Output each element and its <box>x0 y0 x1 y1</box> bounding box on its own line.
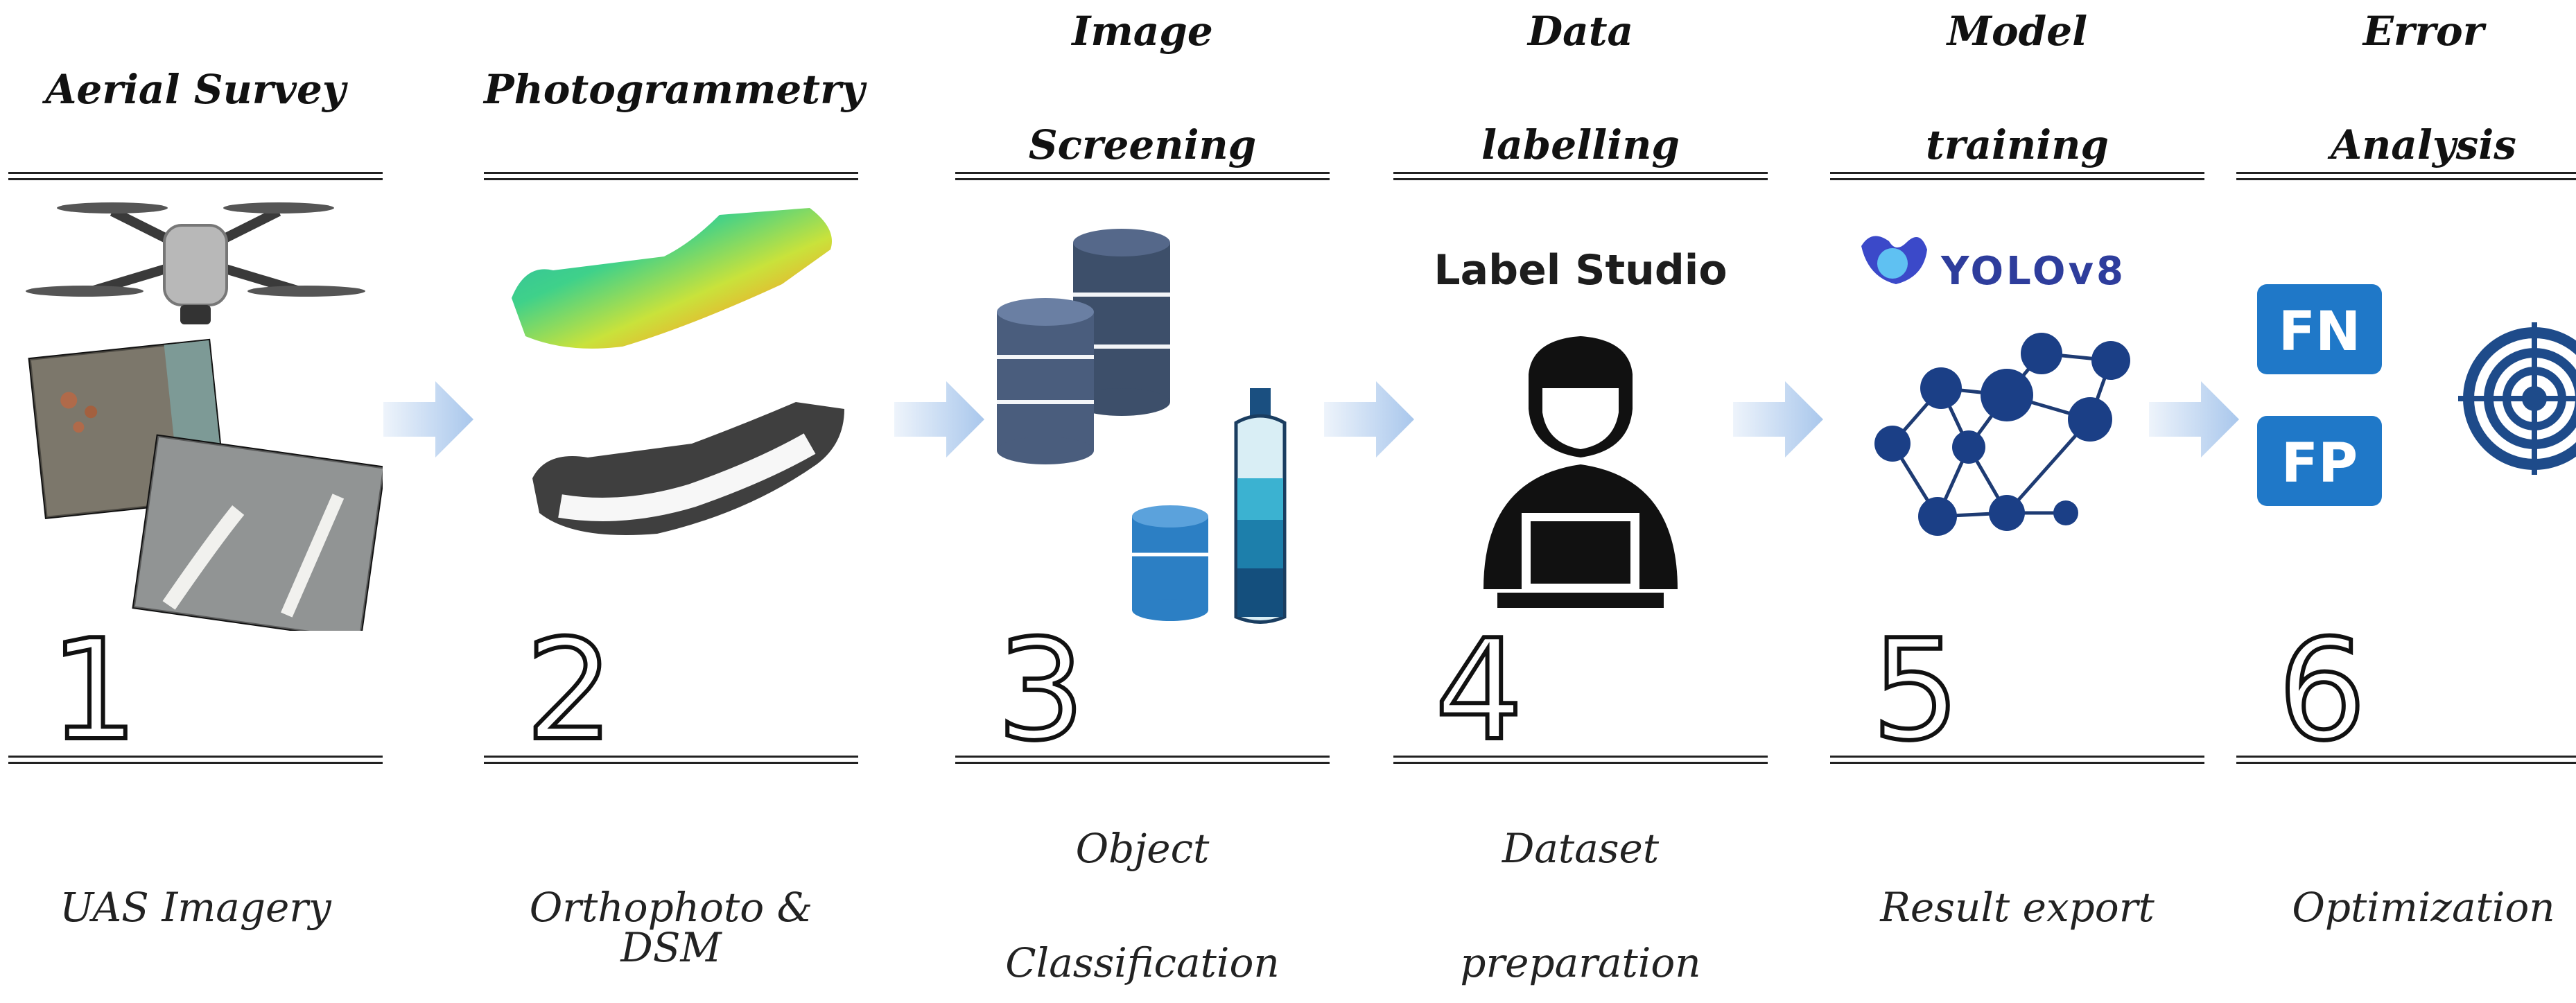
dsm-and-orthophoto-illustration <box>512 208 844 535</box>
step-6: Error Analysis FN FP 6 Optimization <box>2236 0 2576 1003</box>
drone-icon <box>26 202 365 324</box>
rule-bottom <box>1393 756 1768 764</box>
step-title: Aerial Survey <box>45 66 346 113</box>
rule-top <box>955 172 1330 180</box>
error-analysis-illustration: FN FP <box>2257 284 2576 506</box>
rule-top <box>1393 172 1768 180</box>
rule-top <box>1830 172 2204 180</box>
fn-badge: FN <box>2257 284 2382 374</box>
svg-text:3: 3 <box>997 627 1085 752</box>
step-subtitle-line-2: Classification <box>1005 939 1280 986</box>
step-subtitle-line-2: preparation <box>1460 939 1701 986</box>
step-number: 4 <box>1433 627 1525 752</box>
svg-text:FN: FN <box>2279 301 2361 363</box>
rule-bottom <box>1830 756 2204 764</box>
database-icon <box>997 229 1170 464</box>
drone-and-aerial-photos-illustration <box>26 202 383 631</box>
step-4: Data labelling Label Studio 4 Dataset pr… <box>1393 0 1768 1003</box>
step-title-line-1: Data <box>1527 8 1634 55</box>
step-title-line-2: Analysis <box>2331 121 2516 168</box>
step-title: Photogrammetry <box>484 66 865 113</box>
storage-bottle-icon <box>1132 388 1287 624</box>
step-subtitle-line-1: Object <box>1075 825 1210 872</box>
rule-bottom <box>955 756 1330 764</box>
aerial-photo-2 <box>132 434 383 631</box>
step-title-line-1: Image <box>1072 8 1213 55</box>
neural-network-illustration: YOLOv8 <box>1861 236 2130 536</box>
arrow-right-icon <box>383 381 473 457</box>
step-3: Image Screening 3 Object Cl <box>955 0 1330 1003</box>
svg-text:YOLOv8: YOLOv8 <box>1940 249 2126 294</box>
svg-text:FP: FP <box>2281 433 2358 495</box>
step-title-line-2: Screening <box>1028 121 1257 168</box>
step-5: Model training YOLOv8 <box>1830 0 2204 1003</box>
step-subtitle: UAS Imagery <box>60 884 331 931</box>
svg-text:2: 2 <box>525 627 613 752</box>
fp-badge: FP <box>2257 416 2382 506</box>
dsm-model <box>512 208 832 349</box>
rule-top <box>8 172 383 180</box>
svg-text:6: 6 <box>2278 627 2366 752</box>
step-title-line-2: training <box>1926 121 2109 168</box>
svg-text:5: 5 <box>1872 627 1960 752</box>
rule-bottom <box>484 756 858 764</box>
step-1: Aerial Survey <box>8 0 383 1003</box>
step-subtitle: Optimization <box>2292 884 2555 931</box>
svg-text:4: 4 <box>1435 627 1523 752</box>
step-number: 3 <box>995 627 1087 752</box>
rule-top <box>484 172 858 180</box>
step-title-line-1: Error <box>2362 8 2484 55</box>
arrow-right-icon <box>1324 381 1414 457</box>
step-subtitle-line-1: Dataset <box>1502 825 1660 872</box>
user-at-laptop-icon <box>1483 336 1678 608</box>
step-subtitle: Result export <box>1880 884 2155 931</box>
step-number: 2 <box>523 627 616 752</box>
label-studio-logo: Label Studio <box>1434 246 1727 295</box>
target-icon <box>2458 322 2576 475</box>
arrow-right-icon <box>894 381 984 457</box>
step-number: 5 <box>1870 627 1962 752</box>
svg-text:1: 1 <box>50 627 138 752</box>
step-number: 6 <box>2276 627 2368 752</box>
labelling-illustration: Label Studio <box>1434 246 1728 608</box>
step-title-line-2: labelling <box>1481 121 1680 168</box>
rule-top <box>2236 172 2576 180</box>
yolo-logo: YOLOv8 <box>1861 236 2126 294</box>
step-title-line-1: Model <box>1947 8 2088 55</box>
step-number: 1 <box>48 627 140 752</box>
arrow-right-icon <box>2149 381 2239 457</box>
step-subtitle: Orthophoto & DSM <box>529 884 813 971</box>
arrow-right-icon <box>1733 381 1823 457</box>
rule-bottom <box>2236 756 2576 764</box>
database-and-bottle-illustration <box>997 229 1287 624</box>
step-2: Photogrammetry 2 Orthophoto & DSM <box>484 0 865 1003</box>
rule-bottom <box>8 756 383 764</box>
